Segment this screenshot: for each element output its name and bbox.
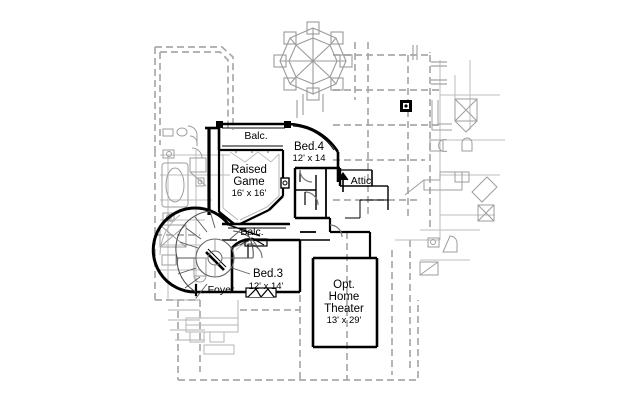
label-bedroom-4-dim: 12' x 14	[293, 153, 326, 164]
label-bedroom-3-dim: 12' x 14'	[249, 281, 284, 292]
ghost-windows	[412, 45, 447, 85]
octagonal-turret	[273, 21, 353, 118]
label-theater-line3: Theater	[324, 303, 364, 315]
label-game-room-line2: Game	[233, 176, 264, 188]
ghost-furniture	[185, 300, 239, 355]
windows	[239, 223, 277, 298]
room-labels: Balc. Bed.4 12' x 14 Raised Game 16' x 1…	[208, 130, 372, 326]
label-game-room-line1: Raised	[231, 164, 267, 176]
label-theater-line1: Opt.	[333, 279, 355, 291]
attic-arrow-icon	[337, 171, 349, 192]
label-foyer: Foyer	[208, 284, 235, 296]
lower-floor-outline	[154, 42, 440, 381]
label-theater-dim: 13' x 29'	[327, 315, 362, 326]
label-game-room-dim: 16' x 16'	[232, 188, 267, 199]
label-balcony-upper: Balc.	[244, 130, 267, 142]
detail-callout-marker	[400, 100, 412, 112]
bathroom-fixtures-right	[404, 98, 498, 276]
label-balcony-lower: Balc.	[240, 226, 263, 238]
label-bedroom-4-name: Bed.4	[294, 141, 325, 153]
label-attic: Attic	[351, 175, 371, 187]
label-theater-line2: Home	[329, 291, 360, 303]
label-bedroom-3-name: Bed.3	[253, 268, 283, 280]
spiral-staircase	[151, 206, 261, 299]
bathroom-fixtures-left	[159, 125, 207, 283]
